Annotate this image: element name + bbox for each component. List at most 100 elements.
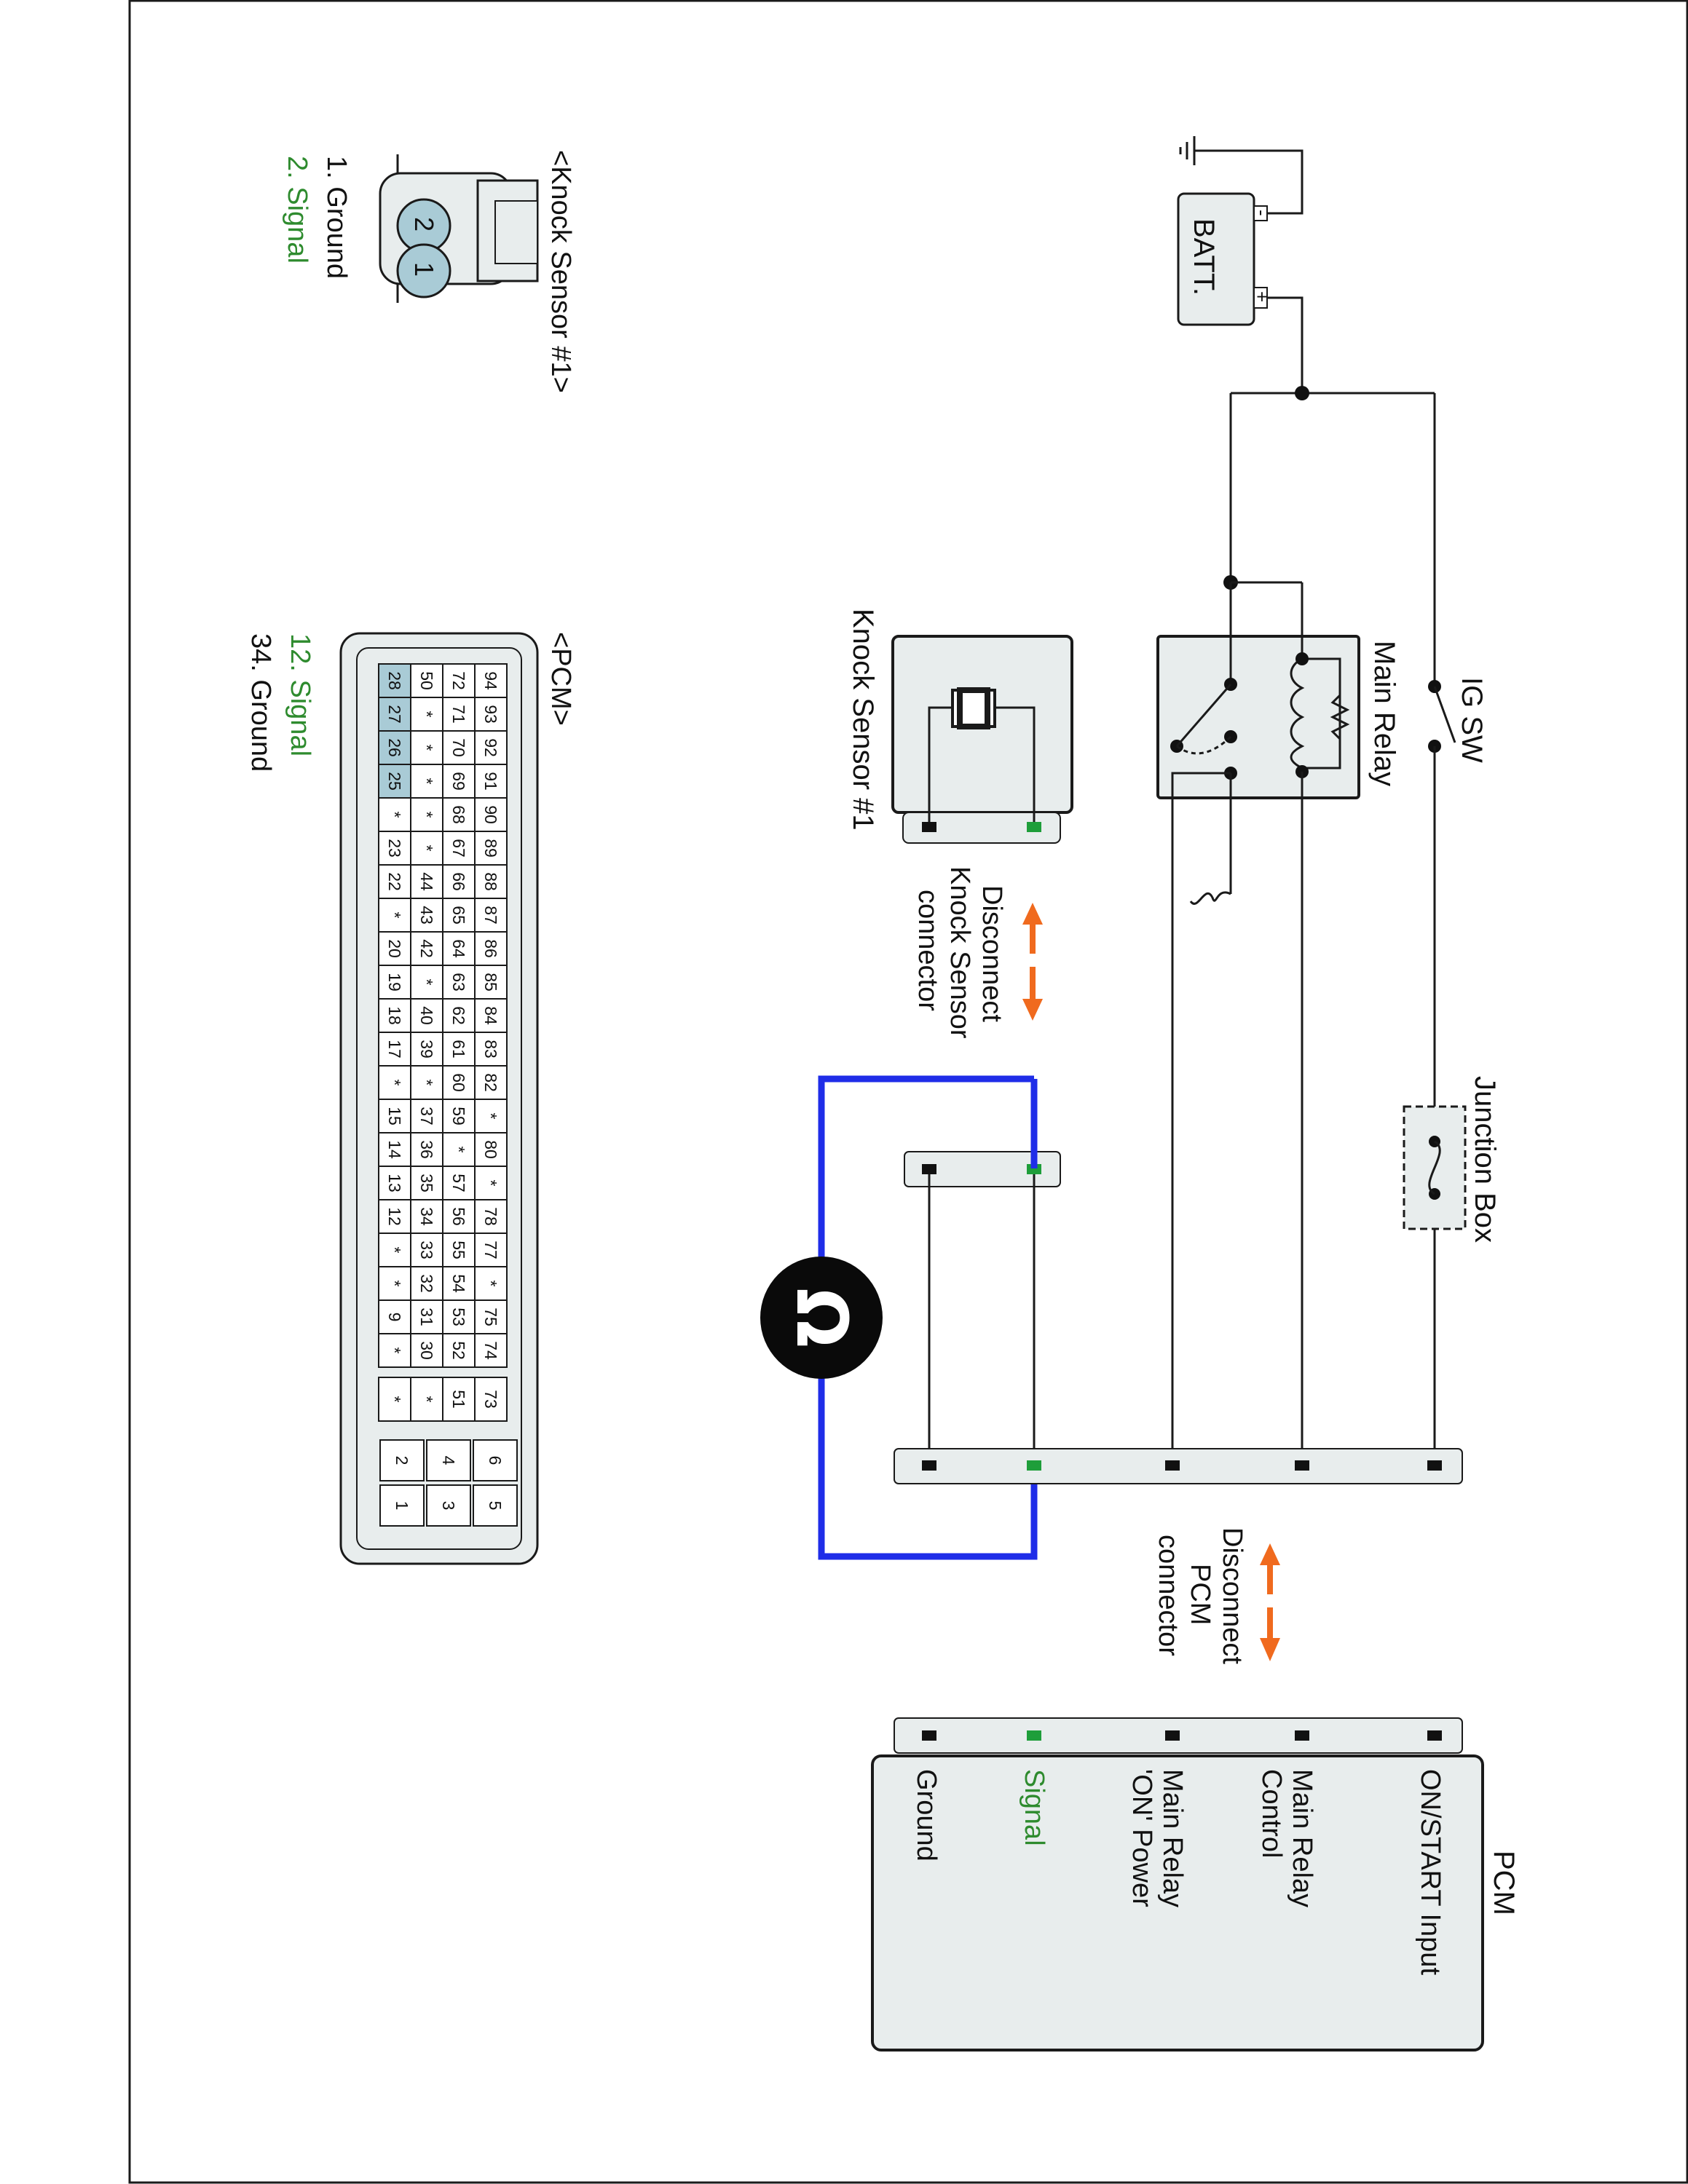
svg-text:33: 33 (417, 1241, 436, 1259)
svg-text:*: * (449, 1147, 468, 1153)
svg-text:55: 55 (449, 1241, 468, 1259)
svg-text:54: 54 (449, 1274, 468, 1293)
svg-text:42: 42 (417, 939, 436, 958)
svg-text:*: * (417, 1080, 436, 1086)
svg-text:51: 51 (449, 1390, 468, 1409)
pcm-pin-cell: 75 (474, 1299, 508, 1334)
pcm-pin-cell: 12 (378, 1199, 411, 1234)
svg-text:39: 39 (417, 1040, 436, 1059)
pcm-power-pin-cell: 6 (473, 1439, 518, 1481)
pcm-pin-cell: * (378, 1333, 411, 1368)
svg-text:92: 92 (481, 738, 500, 757)
svg-text:37: 37 (417, 1107, 436, 1125)
svg-text:17: 17 (385, 1040, 404, 1059)
pcm-pin-cell: 69 (442, 764, 476, 799)
svg-text:72: 72 (449, 671, 468, 690)
knock-sensor: Knock Sensor #1 (847, 609, 1073, 844)
pcm-pin-cell: 82 (474, 1065, 508, 1100)
svg-text:75: 75 (481, 1307, 500, 1326)
svg-text:22: 22 (385, 872, 404, 891)
pcm-pin-cell: 64 (442, 931, 476, 966)
svg-text:15: 15 (385, 1107, 404, 1125)
svg-text:71: 71 (449, 705, 468, 724)
pcm-pin-cell: 39 (410, 1032, 443, 1067)
svg-text:59: 59 (449, 1107, 468, 1125)
main-relay: Main Relay (1156, 582, 1400, 799)
svg-text:69: 69 (449, 772, 468, 791)
svg-text:3: 3 (439, 1501, 458, 1511)
ohmmeter: Ω (760, 1257, 883, 1379)
svg-text:35: 35 (417, 1174, 436, 1192)
pcm-pin-cell: 61 (442, 1032, 476, 1067)
pcm-pin-cell: 34 (410, 1199, 443, 1234)
pcm-pin-cell: * (410, 764, 443, 799)
svg-text:2: 2 (393, 1456, 411, 1465)
ground-symbol (1179, 136, 1304, 215)
svg-text:61: 61 (449, 1040, 468, 1059)
pcm-pin-cell: 93 (474, 697, 508, 732)
svg-text:*: * (385, 1281, 404, 1287)
disconnect-knock-arrows (1022, 903, 1043, 1021)
svg-text:70: 70 (449, 738, 468, 757)
svg-text:82: 82 (481, 1073, 500, 1092)
pcm-pin-cell: 52 (442, 1333, 476, 1368)
svg-text:4: 4 (439, 1456, 458, 1465)
splice-node (1295, 386, 1309, 400)
pcm-pin-cell: 68 (442, 797, 476, 832)
svg-text:91: 91 (481, 772, 500, 791)
svg-text:65: 65 (449, 906, 468, 925)
pcm-pin-cell: 88 (474, 864, 508, 899)
svg-text:28: 28 (385, 671, 404, 690)
svg-text:60: 60 (449, 1073, 468, 1092)
pcm-pin-cell: 51 (442, 1377, 476, 1422)
svg-text:94: 94 (481, 671, 500, 690)
pcm-pin-cell: * (474, 1266, 508, 1301)
svg-text:73: 73 (481, 1390, 500, 1409)
svg-text:89: 89 (481, 839, 500, 858)
svg-text:86: 86 (481, 939, 500, 958)
pcm-pin-cell: 43 (410, 898, 443, 933)
pcm-terminal-on-start: ON/START Input (1415, 1769, 1446, 1975)
svg-text:78: 78 (481, 1207, 500, 1226)
pcm-connector-view: <PCM> 94939291908988878685848382*80*7877… (245, 632, 576, 1565)
svg-text:85: 85 (481, 973, 500, 992)
svg-text:23: 23 (385, 839, 404, 858)
svg-text:27: 27 (385, 705, 404, 724)
pcm-pin-cell: 84 (474, 998, 508, 1033)
pcm-pin-cell: 56 (442, 1199, 476, 1234)
battery-plus: + (1251, 291, 1273, 302)
pcm-power-pin-cell: 4 (426, 1439, 471, 1481)
knock-sensor-label: Knock Sensor #1 (847, 609, 879, 831)
svg-text:30: 30 (417, 1341, 436, 1360)
svg-text:*: * (417, 745, 436, 751)
pcm-pin-cell: * (442, 1132, 476, 1167)
pcm-pin-cell: 94 (474, 663, 508, 698)
pcm-harness-connector (894, 1448, 1463, 1484)
pcm-pin-cell: 18 (378, 998, 411, 1033)
svg-text:87: 87 (481, 906, 500, 925)
pcm-pin-cell: 91 (474, 764, 508, 799)
pcm-pin-cell: 33 (410, 1233, 443, 1267)
svg-text:*: * (385, 1396, 404, 1403)
junction-box: Junction Box (1403, 1076, 1501, 1243)
pcm-pin-cell: 9 (378, 1299, 411, 1334)
pcm-pin-cell: * (410, 1377, 443, 1422)
pcm-pin-cell: 73 (474, 1377, 508, 1422)
pcm-pin-cell: 44 (410, 864, 443, 899)
svg-text:25: 25 (385, 772, 404, 791)
svg-text:*: * (417, 812, 436, 818)
pcm-unit: PCM ON/START Input Main Relay Control Ma… (871, 1717, 1520, 2052)
pcm-terminal-relay-power-2: 'ON' Power (1127, 1769, 1157, 1907)
ig-switch (1433, 686, 1456, 743)
svg-text:12: 12 (385, 1207, 404, 1226)
pcm-terminal-relay-control-1: Main Relay (1287, 1769, 1317, 1907)
pcm-pin-cell: 83 (474, 1032, 508, 1067)
battery-minus: - (1251, 210, 1273, 216)
knock-pin-1: 1 (409, 262, 439, 277)
pcm-power-pin-cell: 5 (473, 1484, 518, 1527)
pcm-pin-cell: 30 (410, 1333, 443, 1368)
pcm-pin-cell: * (378, 797, 411, 832)
pcm-pin-cell: * (378, 1377, 411, 1422)
disconnect-knock-line3: connector (912, 890, 943, 1011)
pcm-pin-cell: * (410, 797, 443, 832)
